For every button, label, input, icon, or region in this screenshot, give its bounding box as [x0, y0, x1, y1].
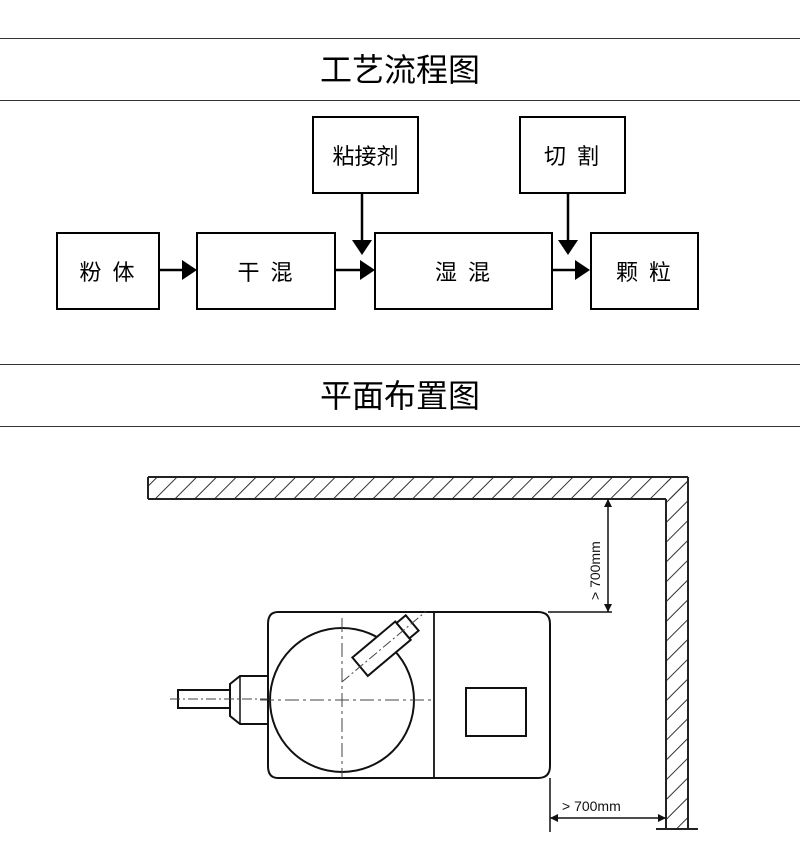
arrowhead-wetmix-to-granule: [575, 260, 590, 280]
arrowhead-powder-to-drymix: [182, 260, 197, 280]
dimension-horizontal: [549, 778, 666, 832]
clearance-label-vertical: > 700mm: [587, 541, 603, 600]
machine-body: [267, 611, 551, 779]
arrowhead-cutting-to-granule: [558, 240, 578, 255]
node-granule: 颗 粒: [590, 232, 699, 310]
arrowhead-drymix-to-wetmix: [360, 260, 375, 280]
layout-title-rule: [0, 426, 800, 427]
node-dry-mix: 干 混: [196, 232, 336, 310]
arrowhead-binder-to-wetmix: [352, 240, 372, 255]
top-rule: [0, 38, 800, 39]
wall-right: [656, 477, 698, 830]
node-cutting: 切 割: [519, 116, 626, 194]
floor-plan-title: 平面布置图: [319, 377, 480, 415]
wall-top: [147, 476, 688, 500]
discharge-port: [170, 675, 269, 725]
node-wet-mix: 湿 混: [374, 232, 553, 310]
node-powder: 粉 体: [56, 232, 160, 310]
chopper-unit: [341, 611, 427, 683]
control-panel: [465, 687, 527, 737]
mixing-bowl: [260, 618, 432, 778]
layout-top-rule: [0, 364, 800, 365]
clearance-label-horizontal: > 700mm: [562, 798, 621, 814]
dimension-vertical: [548, 499, 612, 613]
node-binder: 粘接剂: [312, 116, 419, 194]
process-title-rule: [0, 100, 800, 101]
process-flow-title: 工艺流程图: [319, 51, 480, 89]
